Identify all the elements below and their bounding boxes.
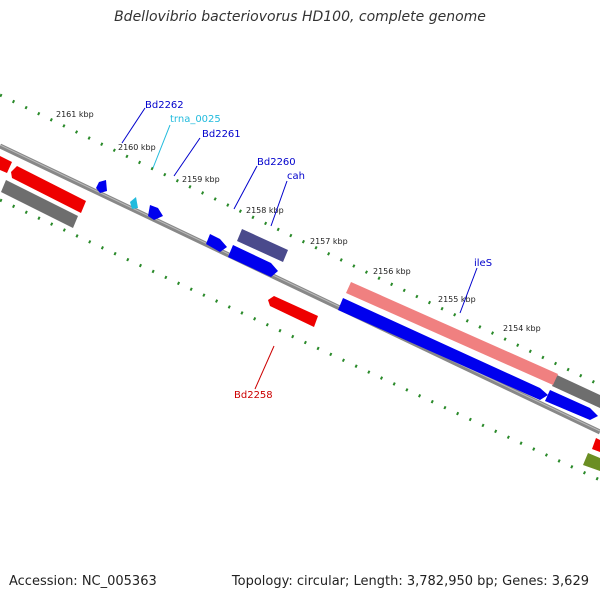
- gene-feature[interactable]: [268, 296, 318, 327]
- gene-feature[interactable]: [237, 229, 288, 262]
- gene-feature[interactable]: [545, 390, 598, 420]
- gene-feature[interactable]: [148, 205, 163, 220]
- kbp-label: 2156 kbp: [373, 267, 411, 276]
- gene-feature[interactable]: [1, 180, 78, 228]
- genome-summary-text: Topology: circular; Length: 3,782,950 bp…: [231, 574, 589, 589]
- gene-feature[interactable]: [346, 282, 558, 385]
- gene-feature[interactable]: [338, 298, 548, 400]
- gene-feature[interactable]: [583, 453, 600, 471]
- tick-guide-outer: [0, 93, 600, 387]
- kbp-label: 2158 kbp: [246, 206, 284, 215]
- kbp-label: 2161 kbp: [56, 110, 94, 119]
- tick-guide-inner: [0, 198, 600, 482]
- label-leader-line: [152, 124, 171, 169]
- label-leader-line: [121, 107, 146, 144]
- gene-feature[interactable]: [592, 438, 600, 452]
- gene-feature[interactable]: [552, 375, 600, 408]
- gene-label[interactable]: Bd2258: [234, 390, 273, 401]
- kbp-label: 2155 kbp: [438, 295, 476, 304]
- label-leader-line: [173, 137, 201, 177]
- gene-feature[interactable]: [206, 234, 227, 252]
- gene-label[interactable]: Bd2261: [202, 129, 241, 140]
- gene-label[interactable]: Bd2262: [145, 100, 184, 111]
- gene-label[interactable]: trna_0025: [170, 114, 221, 125]
- gene-label[interactable]: Bd2260: [257, 157, 296, 168]
- accession-text: Accession: NC_005363: [9, 574, 157, 589]
- label-leader-line: [459, 267, 478, 314]
- gene-label[interactable]: ileS: [474, 258, 492, 269]
- label-leader-line: [233, 165, 258, 210]
- gene-label[interactable]: cah: [287, 171, 305, 182]
- genome-backbone: [0, 143, 600, 435]
- genome-backbone-highlight: [0, 144, 600, 432]
- kbp-label: 2157 kbp: [310, 237, 348, 246]
- map-title: Bdellovibrio bacteriovorus HD100, comple…: [114, 9, 486, 25]
- trna-feature[interactable]: [130, 197, 138, 209]
- gene-feature[interactable]: [228, 245, 278, 277]
- kbp-label: 2159 kbp: [182, 175, 220, 184]
- gene-feature[interactable]: [0, 156, 12, 173]
- kbp-label: 2160 kbp: [118, 143, 156, 152]
- gene-feature[interactable]: [96, 180, 107, 193]
- gene-feature[interactable]: [11, 166, 86, 213]
- label-leader-line: [254, 345, 275, 390]
- label-leader-line: [270, 180, 288, 227]
- kbp-label: 2154 kbp: [503, 324, 541, 333]
